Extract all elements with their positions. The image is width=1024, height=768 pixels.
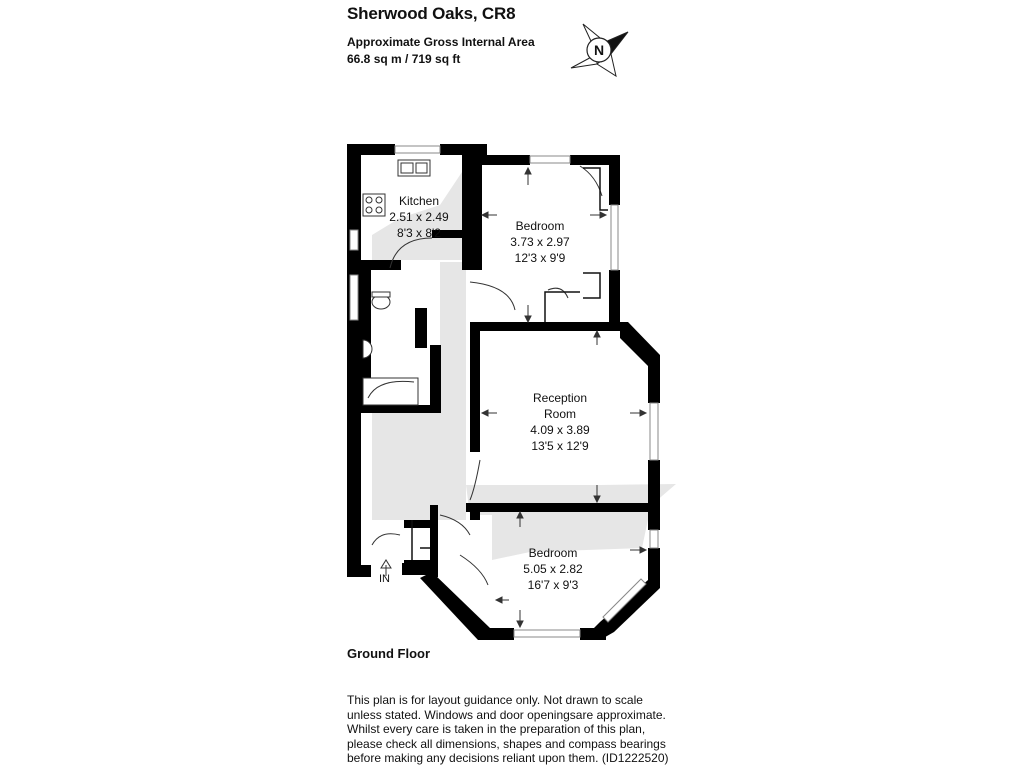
room-bedroom-1: Bedroom 3.73 x 2.97 12'3 x 9'9 xyxy=(510,218,569,266)
room-name: Bedroom xyxy=(515,219,565,233)
room-name: Kitchen xyxy=(398,194,440,208)
doors xyxy=(371,165,603,586)
floor-name: Ground Floor xyxy=(347,646,431,661)
windows xyxy=(349,145,659,638)
room-name: Bedroom xyxy=(528,546,578,560)
entrance-label: IN xyxy=(379,573,390,585)
compass-north-label: N xyxy=(594,42,604,58)
disclaimer-line: unless stated. Windows and door openings… xyxy=(347,707,666,722)
area-label: Approximate Gross Internal Area xyxy=(347,35,535,49)
disclaimer-line: please check all dimensions, shapes and … xyxy=(347,736,666,751)
disclaimer: This plan is for layout guidance only. N… xyxy=(347,693,677,766)
room-metric: 5.05 x 2.82 xyxy=(523,562,583,576)
walls xyxy=(347,144,660,640)
kitchen-fixtures xyxy=(362,159,431,217)
room-imperial: 13'5 x 12'9 xyxy=(531,439,589,453)
room-bedroom-2: Bedroom 5.05 x 2.82 16'7 x 9'3 xyxy=(523,545,582,593)
property-title: Sherwood Oaks, CR8 xyxy=(347,4,516,23)
bathroom-fixtures xyxy=(362,291,419,406)
disclaimer-line: Whilst every care is taken in the prepar… xyxy=(347,722,646,737)
room-metric: 4.09 x 3.89 xyxy=(530,423,590,437)
room-name-line1: Reception xyxy=(532,391,588,405)
compass-icon: N xyxy=(570,23,629,78)
cupboards xyxy=(411,167,608,560)
disclaimer-line: This plan is for layout guidance only. N… xyxy=(347,693,643,707)
room-metric: 2.51 x 2.49 xyxy=(389,210,449,224)
room-imperial: 16'7 x 9'3 xyxy=(527,578,579,592)
dimension-arrows xyxy=(380,166,648,629)
room-name-line2: Room xyxy=(543,407,577,421)
room-reception: Reception Room 4.09 x 3.89 13'5 x 12'9 xyxy=(530,390,589,454)
area-value: 66.8 sq m / 719 sq ft xyxy=(347,52,461,66)
disclaimer-line: before making any decisions reliant upon… xyxy=(347,751,669,766)
room-imperial: 12'3 x 9'9 xyxy=(514,251,566,265)
room-kitchen: Kitchen 2.51 x 2.49 8'3 x 8'2 xyxy=(389,193,448,241)
room-imperial: 8'3 x 8'2 xyxy=(397,226,441,240)
room-metric: 3.73 x 2.97 xyxy=(510,235,570,249)
